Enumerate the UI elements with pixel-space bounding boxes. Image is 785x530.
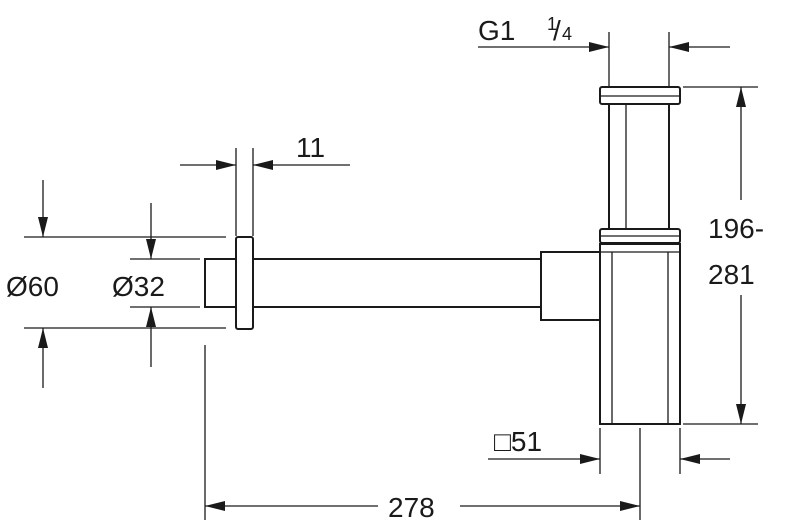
arrow-head — [620, 501, 640, 511]
extension-lines — [24, 32, 758, 520]
arrow-head — [680, 454, 700, 464]
arrow-head — [146, 307, 156, 327]
thread-fraction-slash: / — [553, 15, 561, 46]
arrow-head — [205, 501, 225, 511]
arrow-head — [669, 42, 689, 52]
dimension-labels: G1 1 / 4 11 Ø60 Ø32 196- 281 □51 278 — [6, 14, 764, 523]
thread-size-label: G1 — [478, 15, 515, 46]
arrow-head — [589, 42, 609, 52]
trap-body — [599, 243, 681, 425]
rosette-diameter-label: Ø60 — [6, 271, 59, 302]
wall-stub — [204, 258, 237, 308]
arrow-head — [146, 239, 156, 259]
arrow-head — [580, 454, 600, 464]
arrow-head — [736, 87, 746, 107]
arrow-head — [216, 160, 236, 170]
pipe-diameter-label: Ø32 — [112, 271, 165, 302]
thread-fraction-numerator: 1 — [547, 14, 557, 34]
arrow-head — [38, 328, 48, 348]
arrow-head — [253, 160, 273, 170]
flange-thickness-label: 11 — [296, 132, 325, 163]
total-length-label: 278 — [388, 492, 435, 523]
tailpiece — [608, 103, 670, 231]
pipe-sleeve — [540, 251, 601, 321]
height-range-bottom-label: 281 — [708, 259, 755, 290]
dimension-lines — [38, 42, 746, 511]
arrow-head — [736, 404, 746, 424]
arrow-head — [38, 217, 48, 237]
outlet-pipe — [252, 258, 542, 308]
bottle-trap-part — [204, 86, 681, 425]
thread-fraction-denominator: 4 — [562, 24, 572, 44]
body-square-label: □51 — [494, 426, 542, 457]
wall-flange — [235, 236, 254, 330]
height-range-top-label: 196- — [708, 213, 764, 244]
